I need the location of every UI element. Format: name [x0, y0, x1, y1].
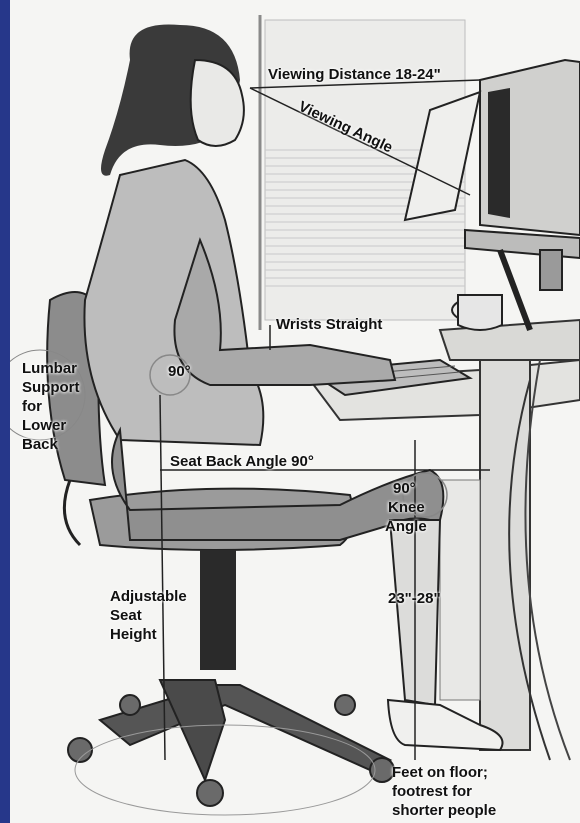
- elbow-angle-label: 90°: [168, 363, 191, 380]
- illustration-drawing: [10, 0, 580, 823]
- ergonomic-workstation-illustration: Viewing Distance 18-24" Viewing Angle Wr…: [10, 0, 580, 823]
- viewing-distance-label: Viewing Distance 18-24": [268, 66, 441, 83]
- wrists-straight-label: Wrists Straight: [276, 316, 382, 333]
- computer-monitor: [465, 60, 580, 330]
- seat-back-angle-label: Seat Back Angle 90°: [170, 453, 314, 470]
- left-frame-band: [0, 0, 10, 823]
- knee-height-label: 23"-28": [388, 590, 441, 607]
- coffee-mug: [458, 295, 502, 330]
